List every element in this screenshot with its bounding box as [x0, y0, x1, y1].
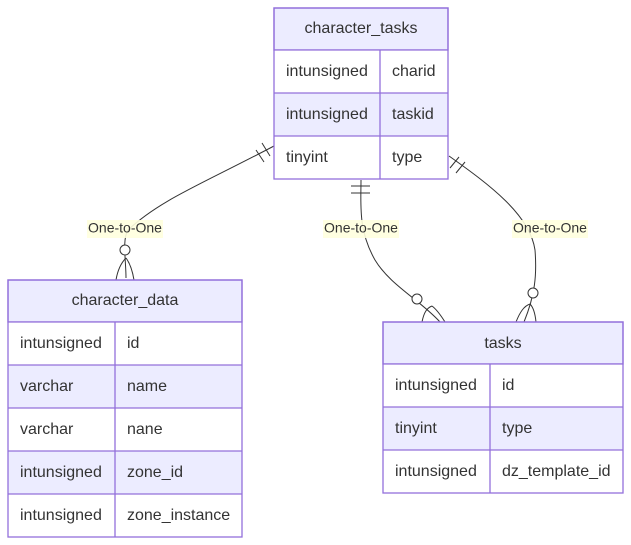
attribute-type: varchar — [20, 378, 74, 395]
attribute-name: id — [502, 377, 514, 394]
attribute-type: intunsigned — [20, 464, 102, 481]
entity-tasks: tasks intunsigned id tinyint type intuns… — [382, 321, 624, 494]
entity-character-data: character_data intunsigned id varchar na… — [7, 279, 243, 538]
attribute-name: name — [127, 378, 167, 395]
entity-character-tasks: character_tasks intunsigned charid intun… — [273, 7, 449, 180]
attribute-type: tinyint — [286, 149, 328, 166]
attribute-name: charid — [392, 63, 436, 80]
exactly-one-marker — [449, 156, 466, 174]
attribute-name: zone_id — [127, 464, 183, 481]
attribute-type: intunsigned — [395, 463, 477, 480]
entity-title: character_data — [72, 292, 179, 309]
exactly-one-marker — [255, 142, 271, 163]
attribute-type: intunsigned — [286, 63, 368, 80]
attribute-name: type — [392, 149, 422, 166]
attribute-name: zone_instance — [127, 507, 230, 524]
attribute-type: varchar — [20, 421, 74, 438]
attribute-type: intunsigned — [286, 106, 368, 123]
attribute-type: tinyint — [395, 420, 437, 437]
entity-title: tasks — [484, 335, 521, 352]
svg-text:One-to-One: One-to-One — [513, 220, 587, 236]
attribute-type: intunsigned — [20, 335, 102, 352]
relationship-layer: One-to-One One-to-One One-to-One — [87, 142, 588, 323]
attribute-name: id — [127, 335, 139, 352]
entity-title: character_tasks — [305, 20, 418, 37]
zero-or-more-marker — [115, 244, 135, 281]
zero-or-more-marker — [515, 287, 539, 323]
relationship-edge — [360, 179, 441, 323]
relationship-label: One-to-One — [87, 220, 163, 238]
attribute-name: dz_template_id — [502, 463, 611, 480]
svg-text:One-to-One: One-to-One — [324, 220, 398, 236]
attribute-name: type — [502, 420, 532, 437]
relationship-label: One-to-One — [323, 220, 399, 238]
attribute-name: taskid — [392, 106, 434, 123]
exactly-one-marker — [351, 185, 370, 194]
svg-text:One-to-One: One-to-One — [88, 220, 162, 236]
relationship-label: One-to-One — [512, 220, 588, 238]
relationship-edge — [124, 145, 275, 279]
attribute-type: intunsigned — [20, 507, 102, 524]
attribute-type: intunsigned — [395, 377, 477, 394]
attribute-name: nane — [127, 421, 163, 438]
zero-or-more-marker — [411, 293, 446, 323]
relationship-edge — [448, 155, 537, 323]
